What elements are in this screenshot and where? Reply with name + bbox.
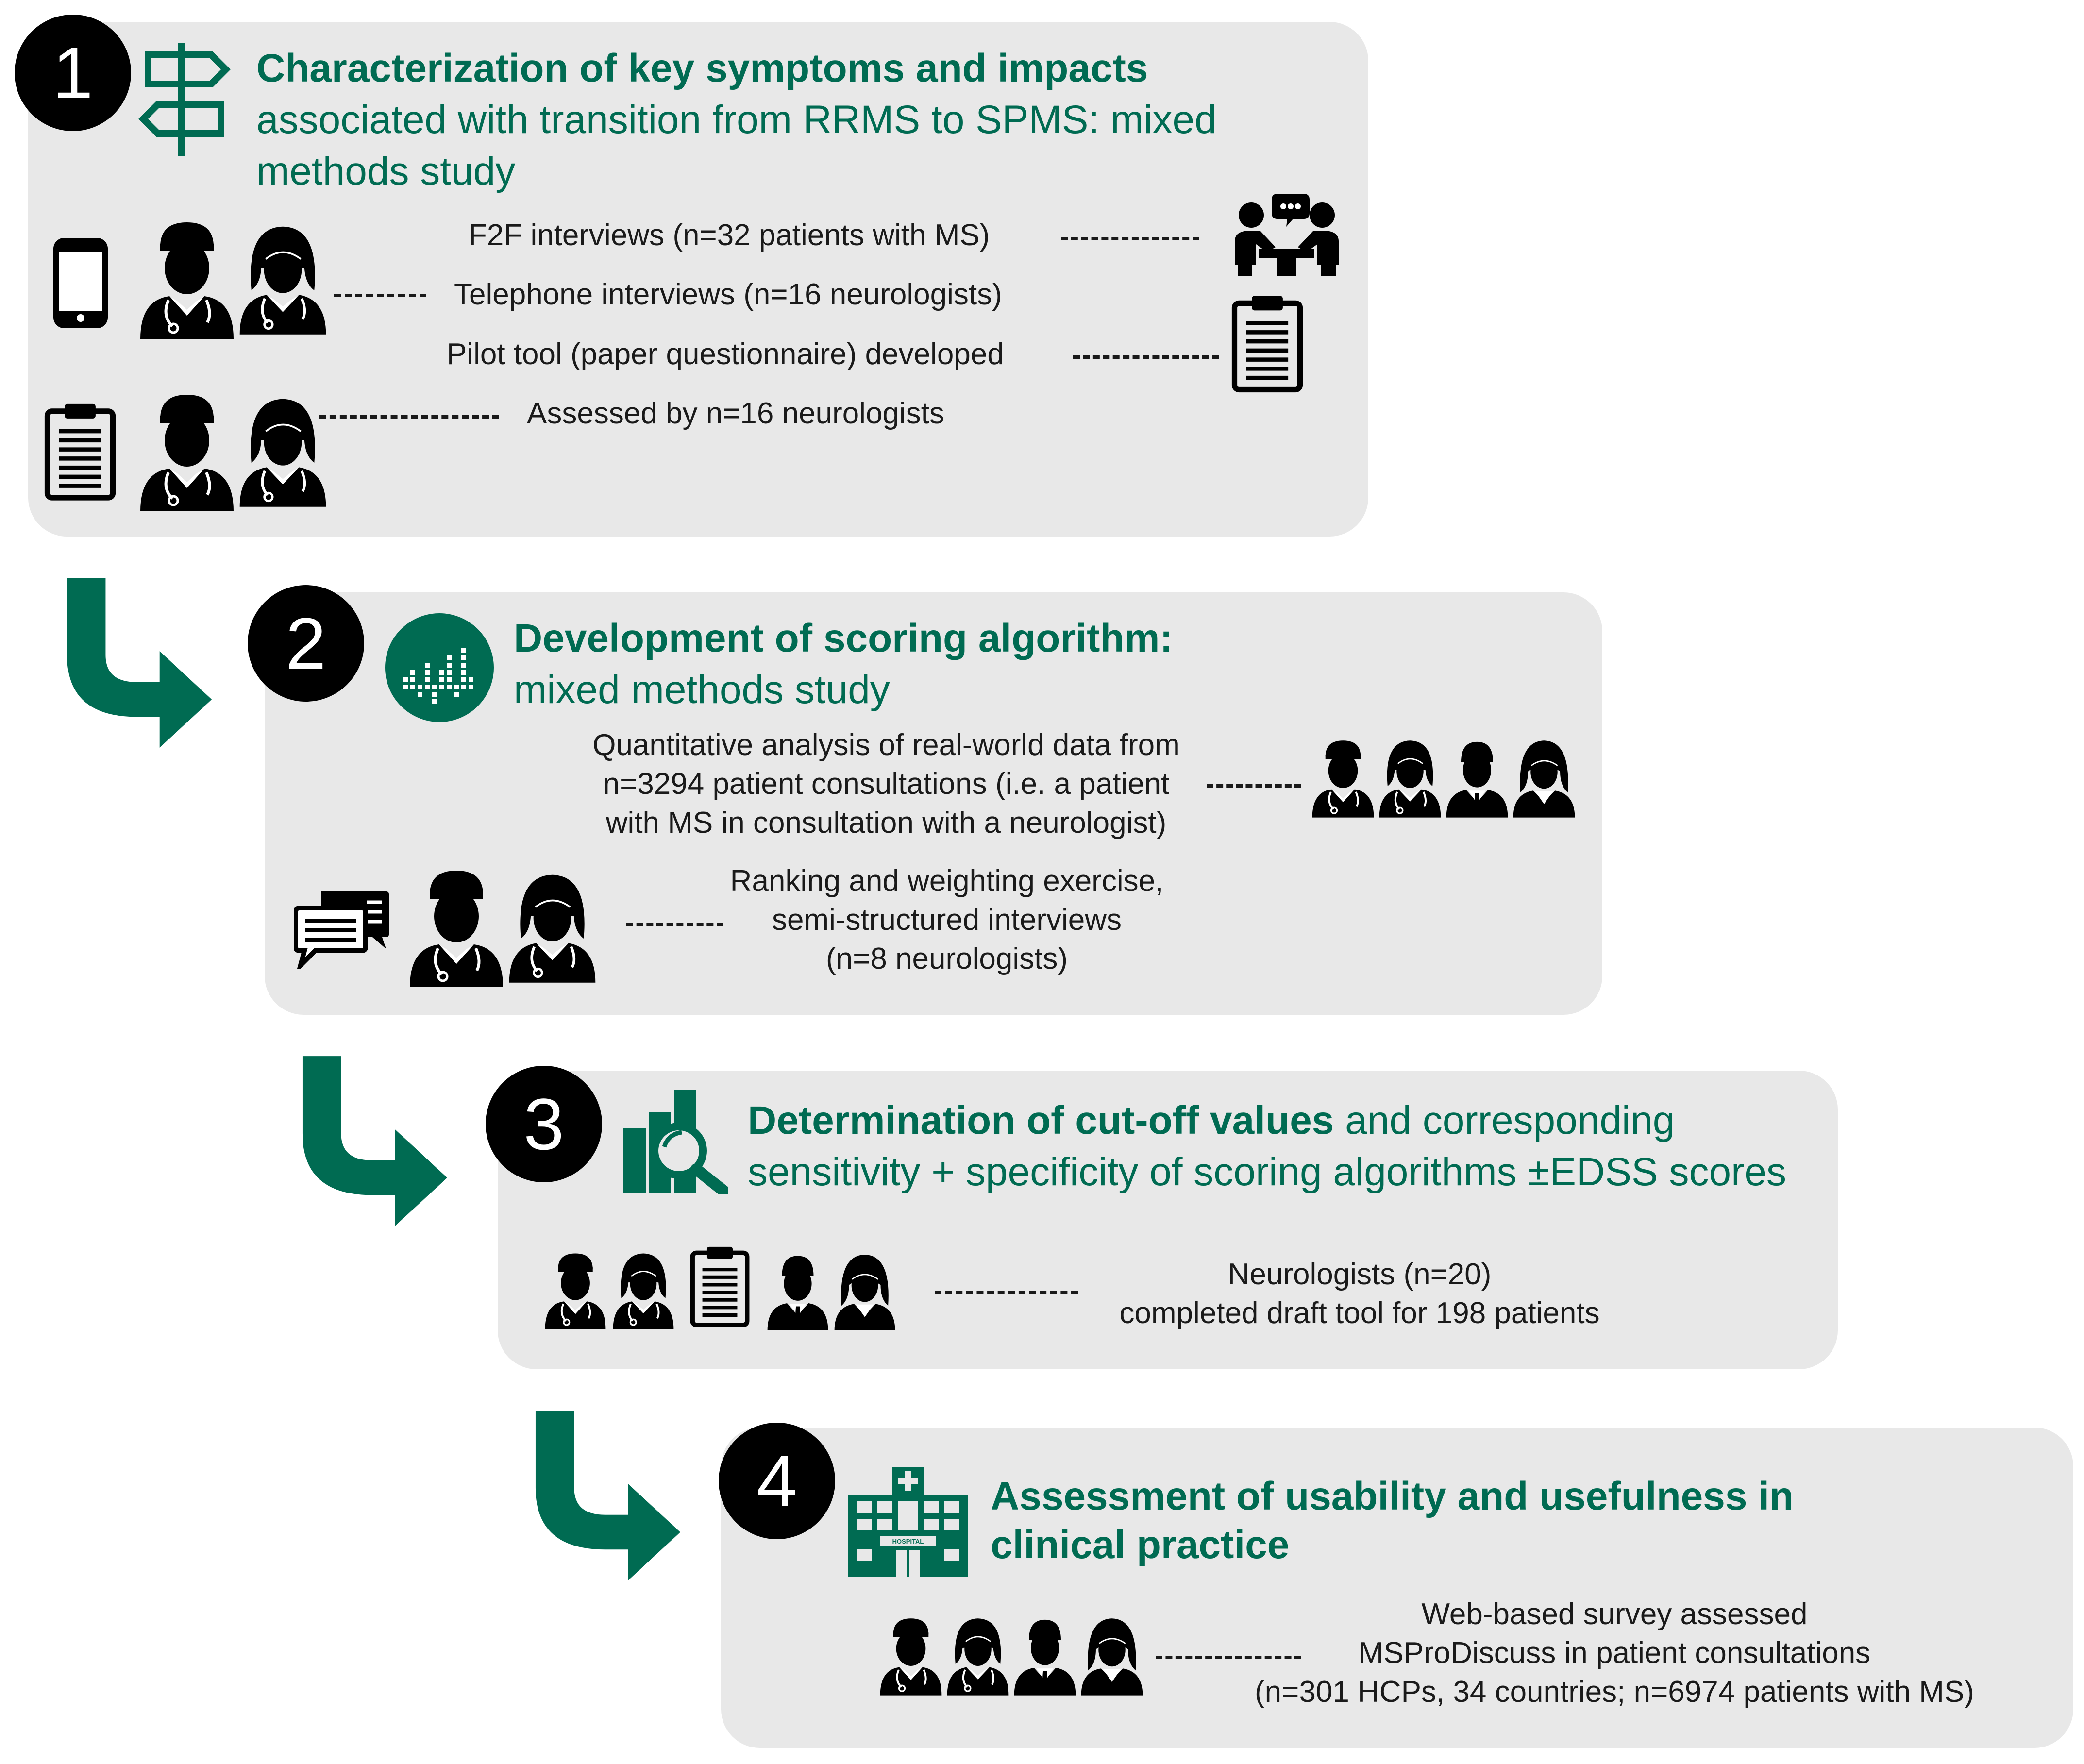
step-2-title: Development of scoring algorithm:mixed m… xyxy=(514,616,1173,712)
connector-line xyxy=(935,1291,1078,1294)
step-1-telephone-text: Telephone interviews (n=16 neurologists) xyxy=(454,278,1002,311)
businesswoman-icon xyxy=(833,1248,896,1335)
doctor-female-icon xyxy=(238,391,328,512)
chat-bubbles-icon xyxy=(294,891,389,969)
doctor-female-icon xyxy=(238,218,328,340)
doctor-male-icon xyxy=(408,867,505,988)
doctor-male-icon xyxy=(1311,733,1375,823)
clipboard-icon xyxy=(689,1243,750,1328)
step-3-neurologists-text: Neurologists (n=20) completed draft tool… xyxy=(1119,1258,1600,1330)
connector-line xyxy=(1156,1656,1301,1659)
chart-magnifier-icon xyxy=(623,1090,728,1194)
step-3-title: Determination of cut-off values and corr… xyxy=(748,1098,1787,1194)
doctor-male-icon xyxy=(138,218,235,340)
doctor-male-icon xyxy=(879,1611,943,1701)
step-1-pilot-text: Pilot tool (paper questionnaire) develop… xyxy=(447,337,1004,371)
step-4-panel xyxy=(721,1428,2073,1748)
step-4-survey-text: Web-based survey assessed MSProDiscuss i… xyxy=(1255,1597,1974,1709)
step-2-ranking-text: Ranking and weighting exercise, semi-str… xyxy=(730,864,1164,975)
step-1-f2f-text: F2F interviews (n=32 patients with MS) xyxy=(469,218,990,252)
meeting-icon xyxy=(1235,194,1339,276)
flow-arrow-icon xyxy=(299,1034,449,1248)
businesswoman-icon xyxy=(1512,733,1576,823)
step-4-title: Assessment of usability and usefulness i… xyxy=(991,1474,1794,1567)
connector-line xyxy=(319,415,499,419)
hospital-sign-label: HOSPITAL xyxy=(892,1538,924,1545)
clipboard-icon xyxy=(44,396,117,505)
doctor-male-icon xyxy=(138,391,235,512)
step-1-title: Characterization of key symptoms and imp… xyxy=(256,46,1217,193)
step-4-badge: 4 xyxy=(719,1423,835,1539)
flow-arrow-icon xyxy=(63,556,214,770)
businessman-icon xyxy=(1445,733,1509,823)
doctor-female-icon xyxy=(1378,733,1442,823)
data-circle-icon xyxy=(385,613,494,722)
connector-line xyxy=(1061,237,1199,240)
step-1-badge: 1 xyxy=(15,15,131,131)
doctor-male-icon xyxy=(544,1245,607,1335)
step-2-quantitative-text: Quantitative analysis of real-world data… xyxy=(592,728,1180,840)
step-3-panel xyxy=(498,1071,1838,1369)
doctor-female-icon xyxy=(946,1611,1010,1701)
doctor-female-icon xyxy=(507,867,597,988)
hospital-icon: HOSPITAL xyxy=(848,1467,968,1577)
clipboard-icon xyxy=(1231,289,1304,396)
connector-line xyxy=(1207,784,1301,788)
phone-icon xyxy=(53,238,108,328)
signpost-icon xyxy=(138,43,231,156)
businesswoman-icon xyxy=(1080,1611,1144,1701)
step-2-badge: 2 xyxy=(248,585,364,702)
doctor-female-icon xyxy=(612,1245,675,1335)
businessman-icon xyxy=(1013,1611,1077,1701)
connector-line xyxy=(334,294,426,297)
businessman-icon xyxy=(766,1248,829,1335)
flow-arrow-icon xyxy=(532,1389,682,1602)
connector-line xyxy=(626,923,723,926)
connector-line xyxy=(1073,355,1219,359)
step-3-badge: 3 xyxy=(486,1066,602,1182)
step-1-assessed-text: Assessed by n=16 neurologists xyxy=(527,397,944,430)
